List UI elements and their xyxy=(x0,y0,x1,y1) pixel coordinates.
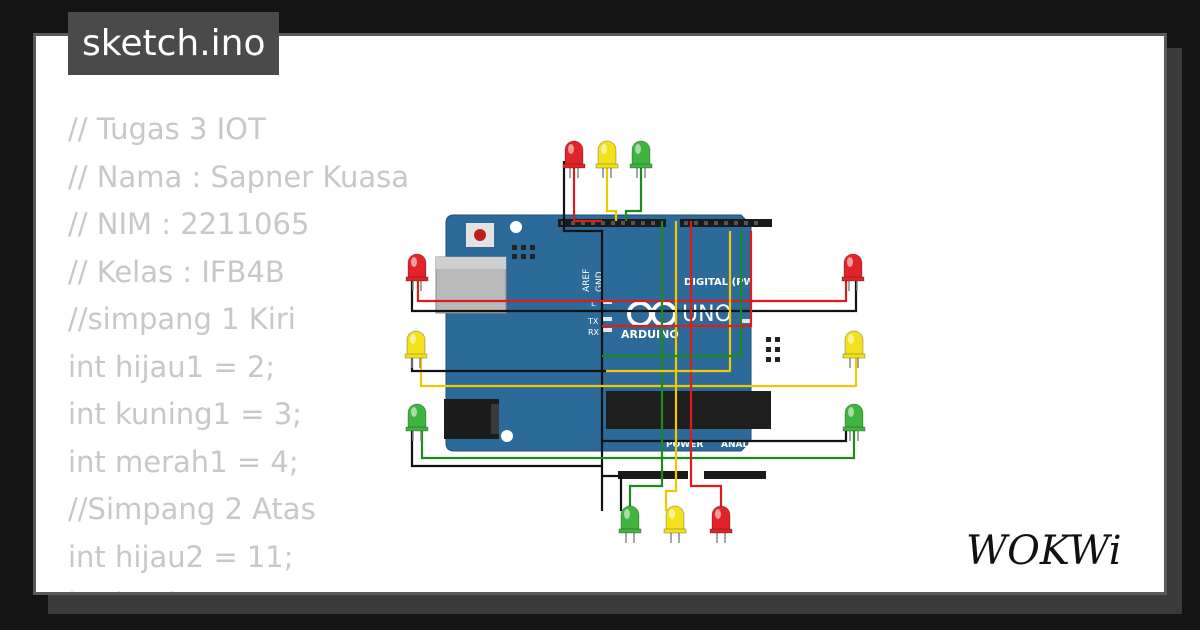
code-line: //Simpang 2 Atas xyxy=(68,492,316,526)
circuit-diagram: AREF GND DIGITAL (PWM ~) UNO ARDUINO TX … xyxy=(404,140,866,543)
wires xyxy=(410,161,858,511)
tx-label: TX xyxy=(587,317,599,326)
led-icon xyxy=(562,140,586,178)
led-icon xyxy=(629,140,653,178)
wokwi-logo: WOKWi xyxy=(966,528,1122,574)
rx-label: RX xyxy=(588,328,600,337)
code-line: int hijau1 = 2; xyxy=(68,349,276,384)
on-label: ON xyxy=(754,317,766,326)
code-line: // Kelas : IFB4B xyxy=(68,254,285,289)
board-model: UNO xyxy=(682,302,732,327)
svg-text:WOKWi: WOKWi xyxy=(966,528,1122,574)
power-label: POWER xyxy=(666,440,703,450)
code-line: // Tugas 3 IOT xyxy=(68,112,266,146)
aref-label: AREF xyxy=(582,269,592,292)
led-icon xyxy=(405,253,429,291)
analog-header xyxy=(704,471,766,479)
code-preview: // Tugas 3 IOT // Nama : Sapner Kuasa // N… xyxy=(68,106,628,592)
microcontroller-chip xyxy=(606,391,771,429)
power-jack xyxy=(444,399,499,439)
project-preview-card[interactable]: // Tugas 3 IOT // Nama : Sapner Kuasa // N… xyxy=(33,33,1167,595)
led-icon xyxy=(404,330,428,368)
code-line: // Nama : Sapner Kuasa xyxy=(68,159,410,194)
led-icon xyxy=(709,505,733,543)
led-icon xyxy=(663,505,687,543)
code-line: //simpang 1 Kiri xyxy=(68,302,296,336)
led-icon xyxy=(842,403,866,441)
code-line: int hijau2 = 11; xyxy=(68,539,294,574)
power-header xyxy=(618,471,688,479)
led-icon xyxy=(841,253,865,291)
analog-label: ANALOG IN xyxy=(721,440,777,450)
board-brand: ARDUINO xyxy=(621,328,679,341)
led-icon xyxy=(842,330,866,368)
code-line: // NIM : 2211065 xyxy=(68,207,310,241)
code-line: int kuning1 = 3; xyxy=(68,397,302,431)
code-line: int kuning2 = 12; xyxy=(68,581,628,592)
mount-hole xyxy=(501,430,513,442)
code-line: int merah1 = 4; xyxy=(68,444,299,479)
arduino-uno-board: AREF GND DIGITAL (PWM ~) UNO ARDUINO TX … xyxy=(435,214,781,479)
led-icon xyxy=(618,505,642,543)
gnd-label: GND xyxy=(595,271,605,292)
l-led-label: L xyxy=(591,299,596,308)
led-icon xyxy=(595,140,619,178)
sketch-filename-tab[interactable]: sketch.ino xyxy=(68,12,280,75)
digital-label: DIGITAL (PWM ~) xyxy=(684,277,781,288)
mount-hole xyxy=(510,221,522,233)
led-icon xyxy=(405,403,429,441)
